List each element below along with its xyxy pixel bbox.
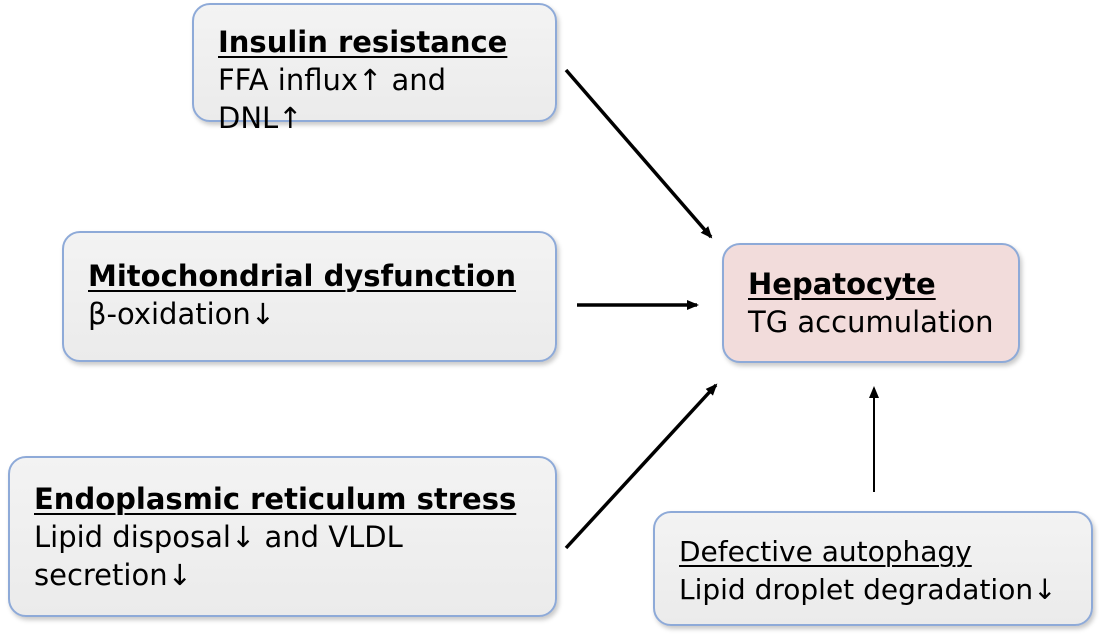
node-mitochondrial-dysfunction: Mitochondrial dysfunction β-oxidation↓: [62, 231, 557, 362]
arrow-insulin-to-hepatocyte: [564, 68, 713, 239]
node-body: TG accumulation: [748, 305, 994, 339]
node-body: FFA influx↑ and DNL↑: [218, 63, 447, 135]
node-hepatocyte: Hepatocyte TG accumulation: [722, 243, 1020, 363]
node-er-stress: Endoplasmic reticulum stress Lipid dispo…: [8, 456, 557, 617]
node-title: Endoplasmic reticulum stress: [34, 482, 517, 516]
node-title: Mitochondrial dysfunction: [88, 259, 516, 293]
node-insulin-resistance: Insulin resistance FFA influx↑ and DNL↑: [192, 3, 557, 135]
node-body: β-oxidation↓: [88, 297, 276, 331]
node-body: Lipid droplet degradation↓: [679, 573, 1057, 606]
node-body: Lipid disposal↓ and VLDL secretion↓: [34, 520, 403, 592]
node-title: Hepatocyte: [748, 267, 936, 301]
node-title: Defective autophagy: [679, 535, 972, 568]
node-title: Insulin resistance: [218, 25, 508, 59]
node-defective-autophagy: Defective autophagy Lipid droplet degrad…: [653, 511, 1093, 626]
